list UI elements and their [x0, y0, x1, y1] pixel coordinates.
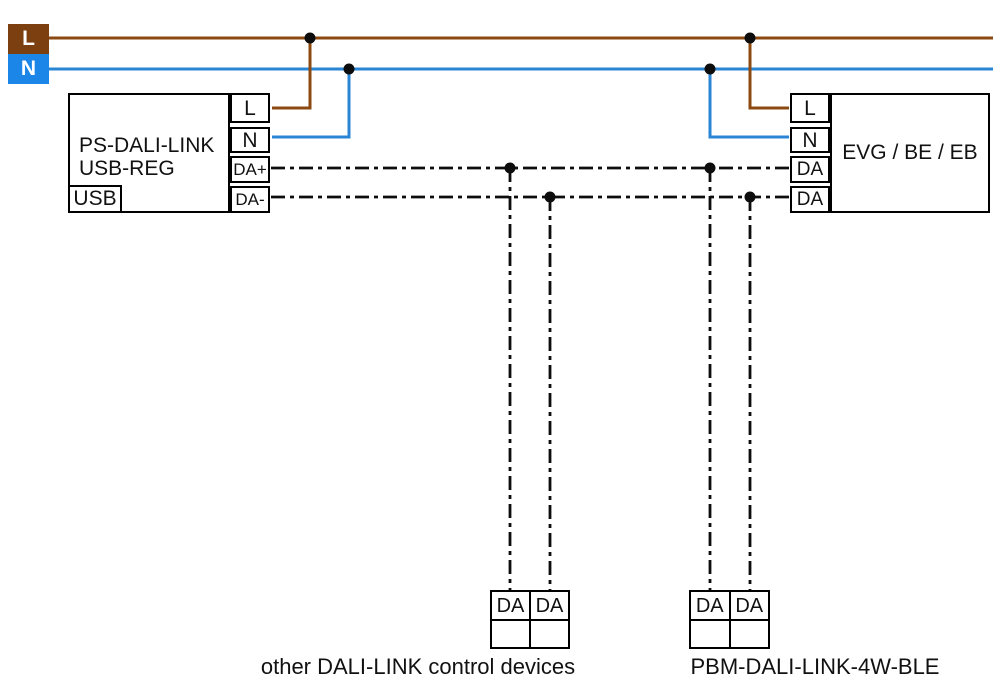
- junction-dot: [304, 32, 316, 44]
- junction-dot: [744, 191, 756, 203]
- l-feed-label: L: [8, 24, 49, 54]
- terminal-cell-empty: [531, 621, 568, 647]
- ps-terminal-da-minus: DA-: [230, 186, 270, 213]
- evg-terminal-l: L: [790, 93, 830, 123]
- junction-dot: [544, 191, 556, 203]
- pbm-box: DA DA: [689, 590, 770, 649]
- junction-dot: [343, 63, 355, 75]
- evg-device-box: EVG / BE / EB: [830, 93, 990, 213]
- terminal-cell-empty: [691, 621, 729, 647]
- evg-terminal-n: N: [790, 127, 830, 153]
- terminal-cell-empty: [492, 621, 529, 647]
- ps-terminal-l: L: [230, 93, 270, 123]
- control-devices-caption: other DALI-LINK control devices: [260, 654, 576, 679]
- ps-terminal-n: N: [230, 127, 270, 153]
- junction-dot: [704, 63, 716, 75]
- control-devices-terminal-da-1: DA: [492, 592, 529, 619]
- evg-terminal-da-1: DA: [790, 156, 830, 183]
- control-devices-terminal-da-2: DA: [531, 592, 568, 619]
- pbm-caption: PBM-DALI-LINK-4W-BLE: [690, 654, 940, 679]
- l-branch-right-wire: [748, 38, 789, 110]
- junction-dot: [744, 32, 756, 44]
- pbm-terminal-da-2: DA: [730, 592, 768, 619]
- ps-device-name: PS-DALI-LINK USB-REG: [79, 134, 214, 180]
- control-devices-box: DA DA: [490, 590, 570, 649]
- junction-dot: [504, 162, 516, 174]
- ps-terminal-da-plus: DA+: [230, 156, 270, 183]
- l-branch-left-wire: [272, 38, 312, 110]
- evg-device-name: EVG / BE / EB: [842, 141, 978, 164]
- n-branch-right-wire: [708, 69, 789, 139]
- ps-device-name-line1: PS-DALI-LINK: [79, 134, 215, 157]
- n-feed-label: N: [8, 54, 49, 84]
- n-branch-left-wire: [272, 69, 351, 139]
- terminal-cell-empty: [730, 621, 768, 647]
- evg-terminal-da-2: DA: [790, 186, 830, 213]
- usb-port-label: USB: [68, 185, 122, 213]
- junction-dot: [704, 162, 716, 174]
- pbm-terminal-da-1: DA: [691, 592, 729, 619]
- ps-device-name-line2: USB-REG: [79, 157, 175, 180]
